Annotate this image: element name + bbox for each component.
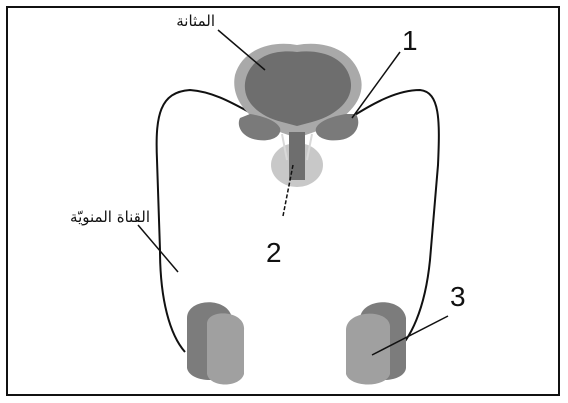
pointer-vas-deferens [138, 225, 178, 272]
label-vas-deferens: القناة المنويّة [70, 208, 150, 226]
label-3: 3 [450, 281, 466, 312]
label-bladder: المثانة [176, 12, 215, 30]
label-2: 2 [266, 237, 282, 268]
label-1: 1 [402, 25, 418, 56]
testis-left-front [207, 313, 244, 384]
